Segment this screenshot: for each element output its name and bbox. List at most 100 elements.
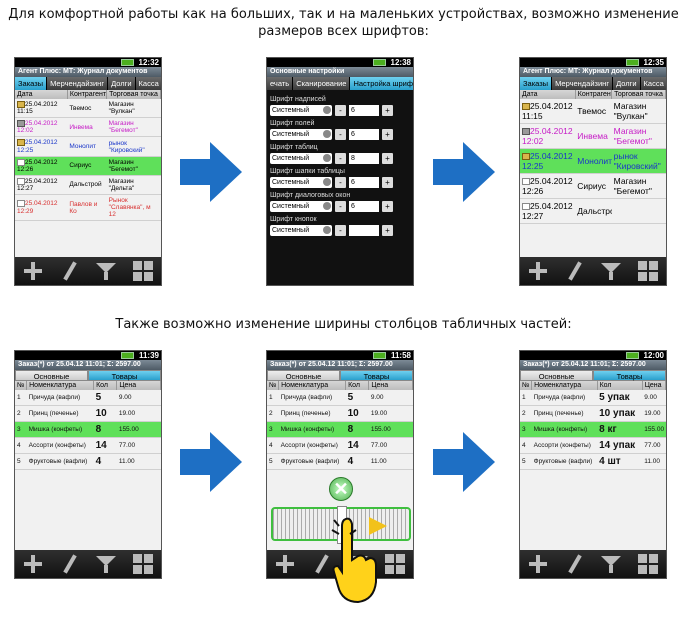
menu-grid-icon[interactable] (637, 261, 658, 281)
filter-icon[interactable] (601, 261, 622, 281)
font-select[interactable]: Системный (270, 129, 332, 140)
col-name[interactable]: Номенклатура (531, 381, 598, 390)
decrease-button[interactable]: - (335, 129, 346, 140)
edit-icon[interactable] (60, 554, 80, 574)
edit-icon[interactable] (565, 554, 585, 574)
col-client[interactable]: Контрагент (575, 90, 613, 99)
col-num[interactable]: № (15, 381, 28, 390)
decrease-button[interactable]: - (335, 153, 346, 164)
col-price[interactable]: Цена (116, 381, 161, 390)
tab-goods[interactable]: Товары (593, 370, 666, 381)
col-shop[interactable]: Торговая точка (611, 90, 666, 99)
filter-icon[interactable] (601, 554, 622, 574)
add-icon[interactable] (528, 554, 548, 574)
col-client[interactable]: Контрагент (67, 90, 108, 99)
col-num[interactable]: № (520, 381, 533, 390)
tab-merch[interactable]: Мерчендайзинг (552, 77, 614, 90)
font-select[interactable]: Системный (270, 225, 332, 236)
menu-grid-icon[interactable] (132, 554, 153, 574)
tab-scan[interactable]: Сканирование (293, 77, 351, 90)
font-select[interactable]: Системный (270, 153, 332, 164)
tab-main[interactable]: Основные (267, 370, 340, 381)
decrease-button[interactable]: - (335, 177, 346, 188)
edit-icon[interactable] (312, 554, 332, 574)
tab-goods[interactable]: Товары (88, 370, 161, 381)
increase-button[interactable]: + (382, 129, 393, 140)
tab-print[interactable]: ечать (267, 77, 294, 90)
tab-orders[interactable]: Заказы (15, 77, 48, 90)
col-qty[interactable]: Кол (597, 381, 643, 390)
tab-cash[interactable]: Касса (135, 77, 161, 90)
edit-icon[interactable] (60, 261, 80, 281)
tab-main[interactable]: Основные (15, 370, 88, 381)
col-num[interactable]: № (267, 381, 280, 390)
tab-cash[interactable]: Касса (640, 77, 666, 90)
increase-button[interactable]: + (382, 225, 393, 236)
increase-button[interactable]: + (382, 105, 393, 116)
col-price[interactable]: Цена (642, 381, 666, 390)
font-select[interactable]: Системный (270, 105, 332, 116)
filter-icon[interactable] (96, 261, 117, 281)
increase-button[interactable]: + (382, 153, 393, 164)
col-date[interactable]: Дата (15, 90, 68, 99)
menu-grid-icon[interactable] (637, 554, 658, 574)
menu-grid-icon[interactable] (132, 261, 153, 281)
col-shop[interactable]: Торговая точка (106, 90, 161, 99)
edit-icon[interactable] (565, 261, 585, 281)
add-icon[interactable] (275, 554, 295, 574)
increase-button[interactable]: + (382, 177, 393, 188)
tab-debts[interactable]: Долги (613, 77, 641, 90)
col-date[interactable]: Дата (520, 90, 576, 99)
close-icon[interactable]: ✕ (329, 477, 353, 501)
col-name[interactable]: Номенклатура (278, 381, 347, 390)
font-size-field[interactable]: 8 (349, 153, 379, 164)
col-price[interactable]: Цена (368, 381, 413, 390)
font-size-field[interactable]: 6 (349, 177, 379, 188)
add-icon[interactable] (23, 261, 43, 281)
add-icon[interactable] (23, 554, 43, 574)
tab-debts[interactable]: Долги (108, 77, 136, 90)
add-icon[interactable] (528, 261, 548, 281)
decrease-button[interactable]: - (335, 201, 346, 212)
font-size-field[interactable] (349, 225, 379, 236)
decrease-button[interactable]: - (335, 105, 346, 116)
font-size-field[interactable]: 6 (349, 201, 379, 212)
tab-merch[interactable]: Мерчендайзинг (47, 77, 109, 90)
filter-icon[interactable] (96, 554, 117, 574)
col-name[interactable]: Номенклатура (26, 381, 95, 390)
font-select[interactable]: Системный (270, 201, 332, 212)
font-size-field[interactable]: 6 (349, 105, 379, 116)
font-select[interactable]: Системный (270, 177, 332, 188)
col-qty[interactable]: Кол (93, 381, 118, 390)
tab-orders[interactable]: Заказы (520, 77, 553, 90)
increase-button[interactable]: + (382, 201, 393, 212)
menu-grid-icon[interactable] (384, 554, 405, 574)
tab-main[interactable]: Основные (520, 370, 593, 381)
decrease-button[interactable]: - (335, 225, 346, 236)
col-qty[interactable]: Кол (345, 381, 370, 390)
font-size-field[interactable]: 6 (349, 129, 379, 140)
